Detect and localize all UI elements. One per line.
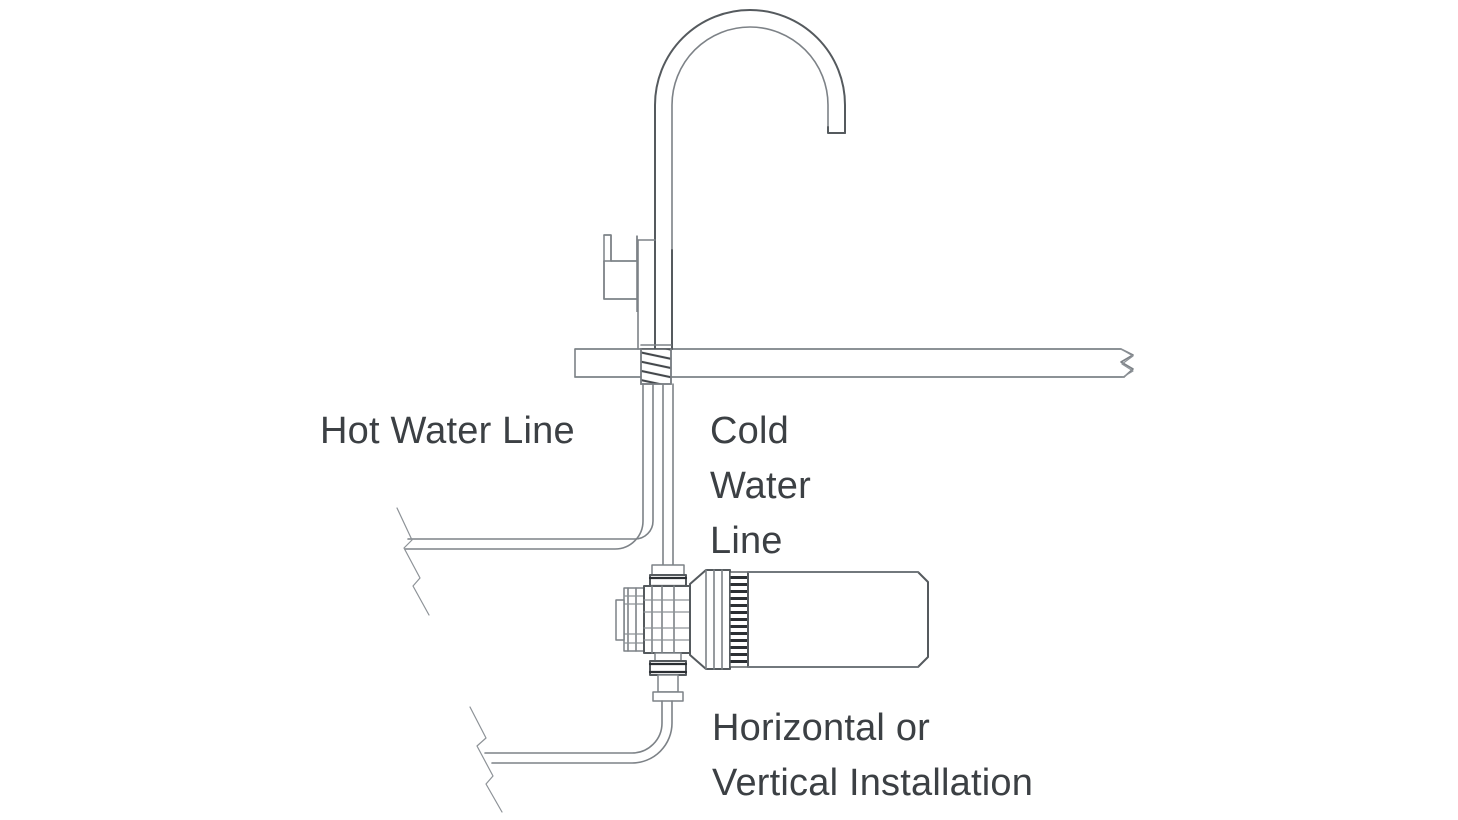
filter-outlet-fitting bbox=[648, 652, 688, 702]
cold-water-line-label-1: Cold bbox=[710, 410, 789, 452]
cold-water-line-label-2: Water bbox=[710, 465, 811, 507]
faucet-spout-outlet bbox=[827, 126, 846, 134]
hot-water-supply-tube bbox=[404, 383, 654, 550]
hot-water-line-label: Hot Water Line bbox=[320, 410, 575, 452]
break-line bbox=[469, 706, 503, 813]
cold-water-supply-tube bbox=[662, 383, 674, 573]
faucet-lever-handle[interactable] bbox=[603, 234, 638, 312]
filter-canister bbox=[747, 571, 929, 668]
threaded-shank bbox=[640, 344, 672, 385]
filter-outlet-tube bbox=[484, 700, 673, 764]
installation-label-1: Horizontal or bbox=[712, 707, 930, 749]
break-line bbox=[396, 507, 430, 616]
cold-water-line-label-3: Line bbox=[710, 520, 783, 562]
gooseneck-faucet bbox=[637, 9, 846, 350]
ribbed-filter-cap bbox=[689, 569, 749, 670]
countertop-break-line bbox=[1120, 348, 1134, 378]
filter-valve-head bbox=[615, 585, 691, 654]
installation-label-2: Vertical Installation bbox=[712, 762, 1033, 804]
